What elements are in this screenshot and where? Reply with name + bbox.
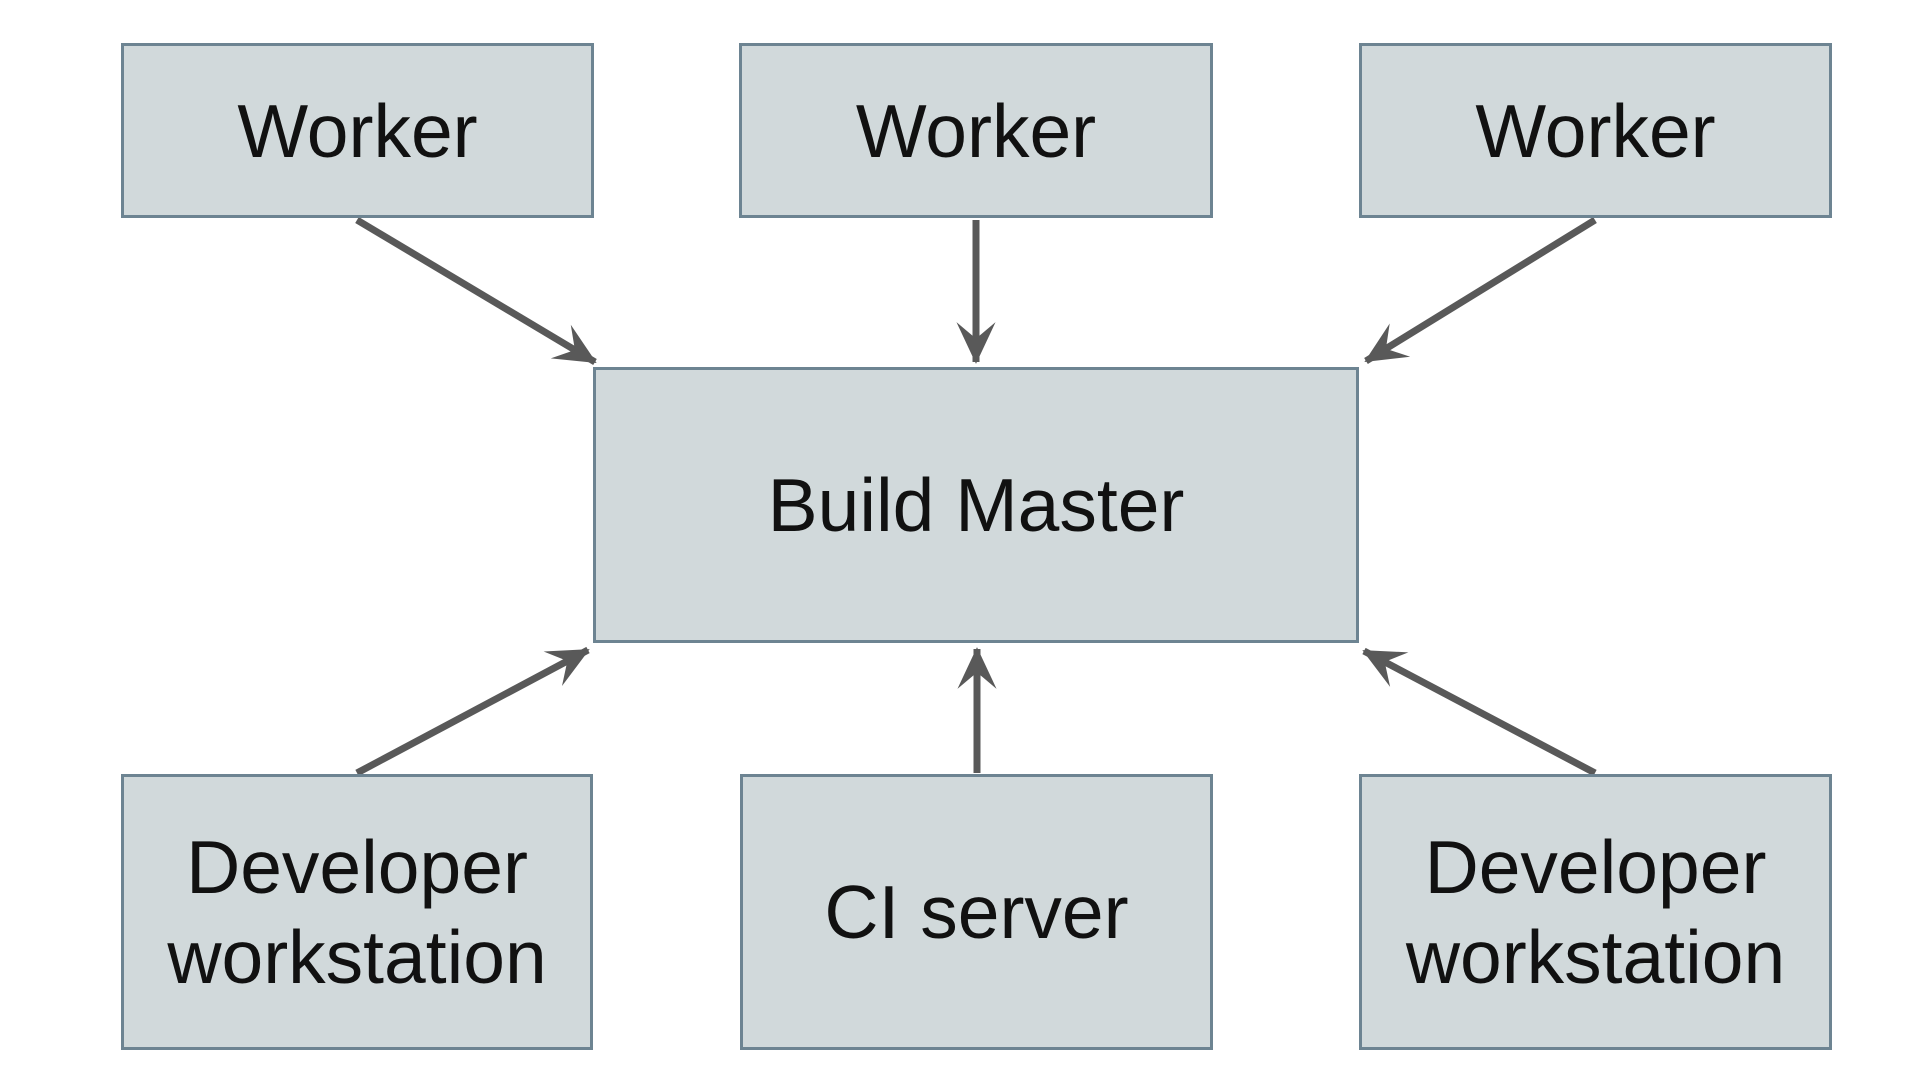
node-worker-3: Worker bbox=[1359, 43, 1832, 218]
node-developer-workstation-right: Developer workstation bbox=[1359, 774, 1832, 1050]
node-developer-workstation-right-label: Developer workstation bbox=[1405, 825, 1786, 999]
node-build-master: Build Master bbox=[593, 367, 1359, 643]
edge-worker1-to-buildmaster bbox=[355, 216, 597, 366]
node-worker-1: Worker bbox=[121, 43, 594, 218]
edge-worker3-to-buildmaster bbox=[1364, 217, 1597, 364]
node-ci-server-label: CI server bbox=[824, 870, 1129, 954]
node-worker-3-label: Worker bbox=[1475, 88, 1716, 173]
node-build-master-label: Build Master bbox=[767, 463, 1185, 547]
node-developer-workstation-left-label: Developer workstation bbox=[167, 825, 547, 999]
node-worker-2: Worker bbox=[739, 43, 1213, 218]
node-worker-2-label: Worker bbox=[855, 88, 1097, 173]
node-ci-server: CI server bbox=[740, 774, 1213, 1050]
edge-devleft-to-buildmaster bbox=[355, 646, 590, 777]
node-worker-1-label: Worker bbox=[237, 88, 478, 173]
edge-devright-to-buildmaster bbox=[1362, 647, 1597, 777]
node-developer-workstation-left: Developer workstation bbox=[121, 774, 593, 1050]
